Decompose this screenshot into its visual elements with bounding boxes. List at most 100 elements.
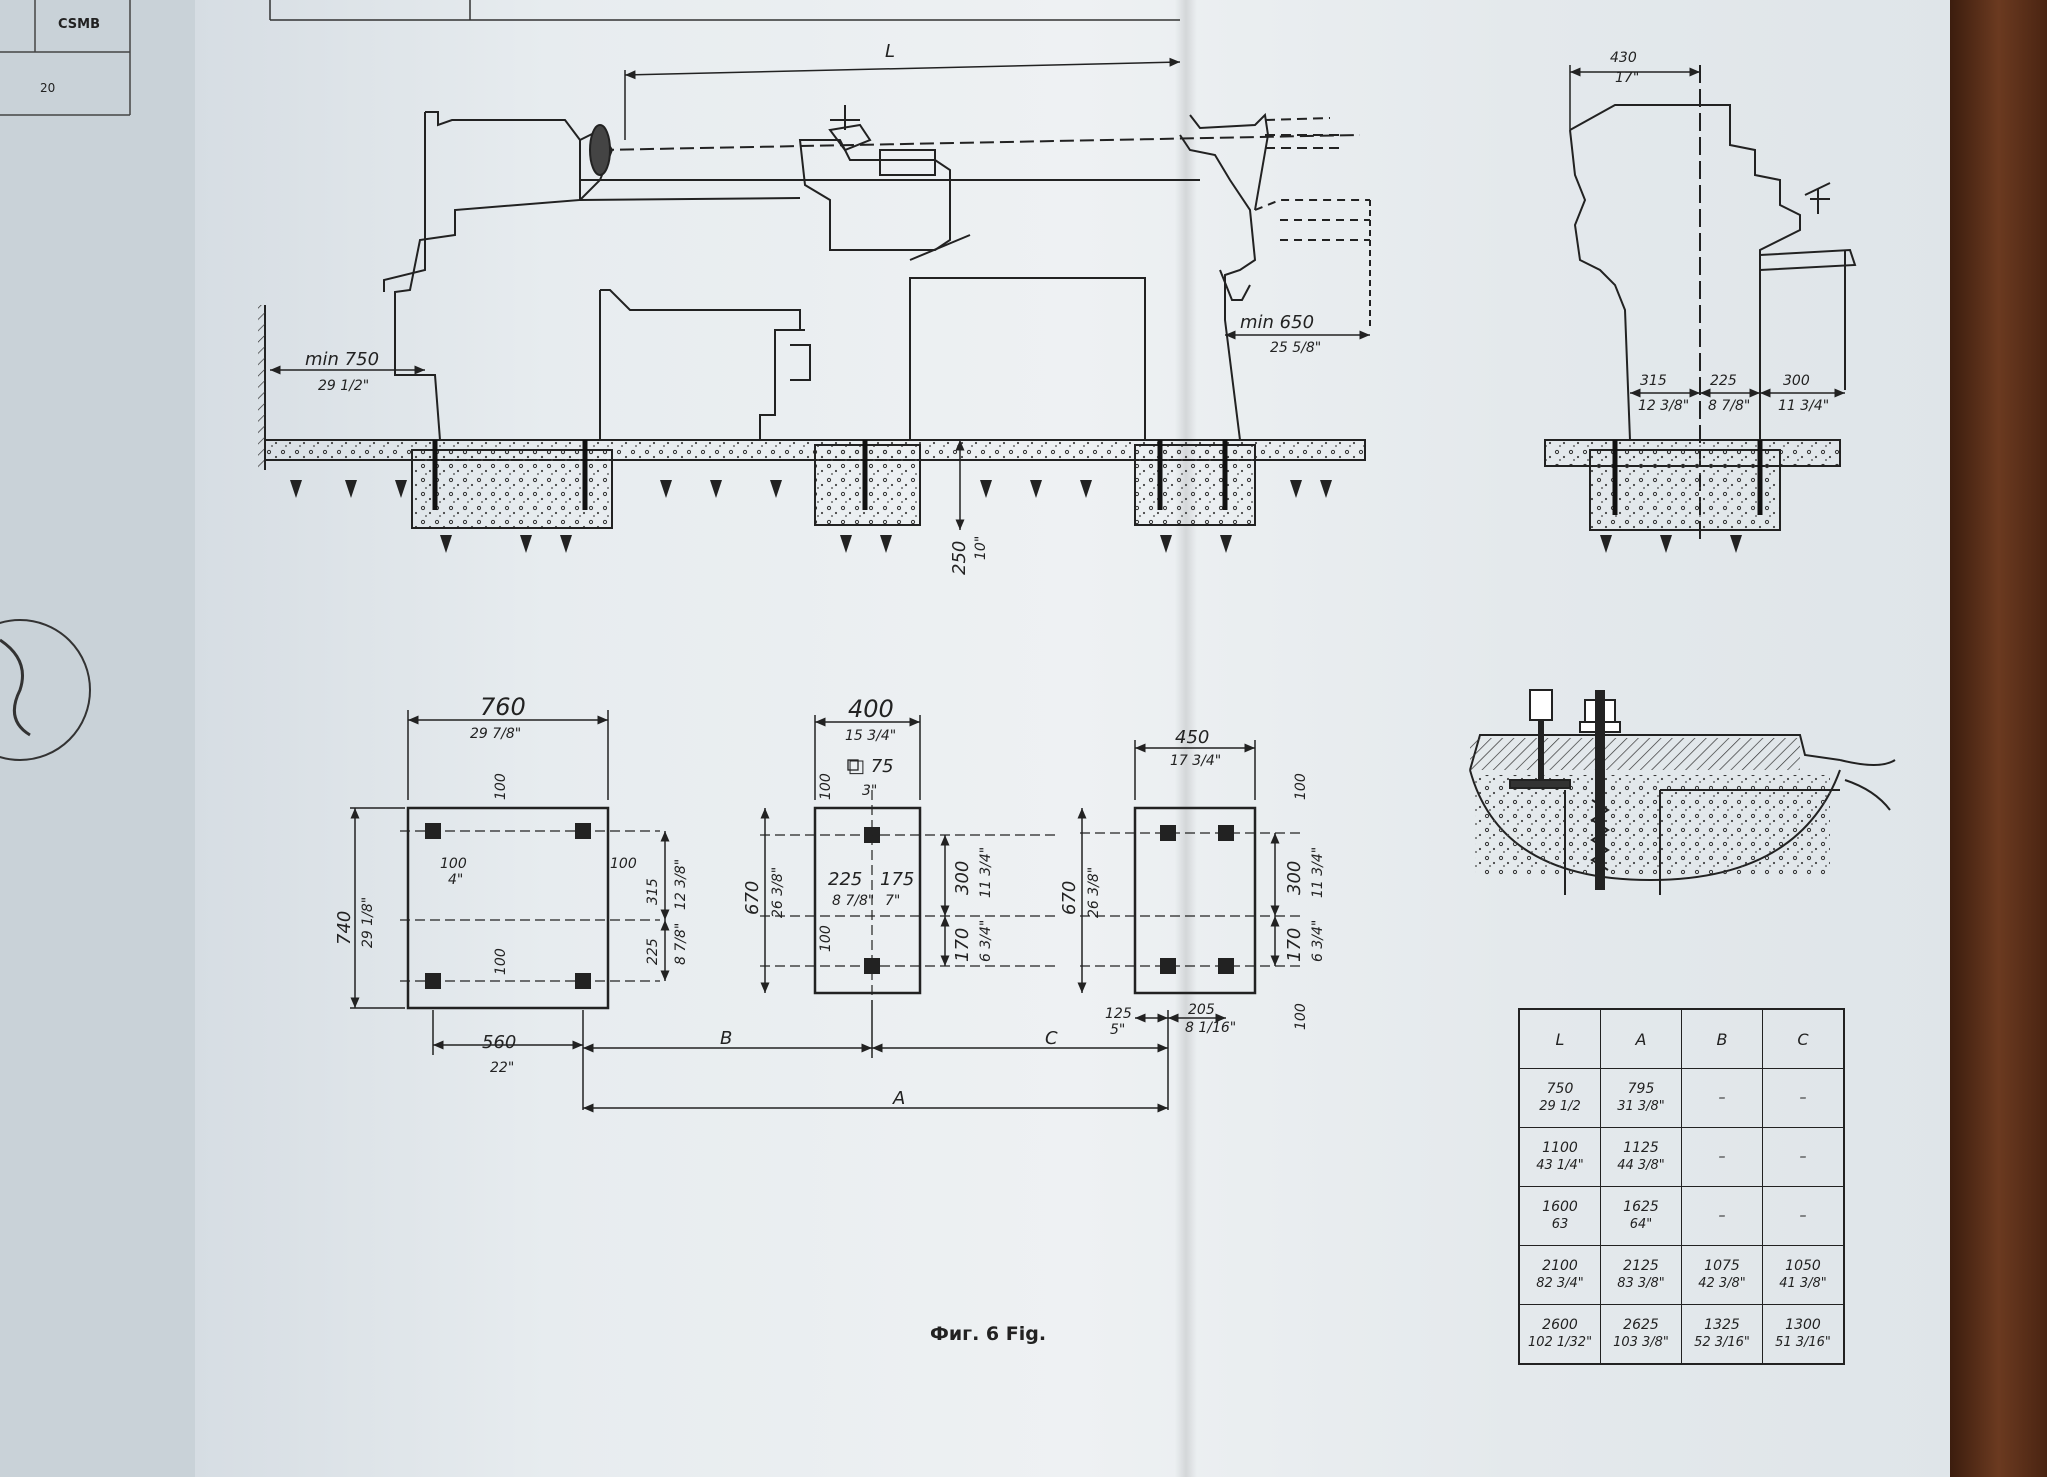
table-cell-mm: 1625 bbox=[1623, 1199, 1659, 1215]
table-cell-inch: 29 1/2 bbox=[1539, 1099, 1581, 1114]
table-cell-mm: 1100 bbox=[1542, 1140, 1578, 1156]
pad1-d225: 225 bbox=[645, 938, 661, 965]
table-cell: – bbox=[1762, 1068, 1845, 1128]
table-header-cell: C bbox=[1762, 1008, 1845, 1069]
table-cell-mm: – bbox=[1799, 1149, 1807, 1165]
table-cell: – bbox=[1762, 1127, 1845, 1187]
table-cell-mm: 750 bbox=[1546, 1081, 1574, 1097]
table-cell-inch: 44 3/8" bbox=[1617, 1158, 1665, 1173]
pad2-d175-in: 7" bbox=[885, 893, 900, 909]
table-cell-inch: 83 3/8" bbox=[1617, 1276, 1665, 1291]
table-cell: – bbox=[1681, 1068, 1763, 1128]
table-cell: – bbox=[1762, 1186, 1845, 1246]
wood-table-edge bbox=[1950, 0, 2047, 1477]
dim-depth-250-in: 10" bbox=[973, 536, 989, 560]
table-cell-inch: 82 3/4" bbox=[1536, 1276, 1584, 1291]
table-cell-mm: 1050 bbox=[1785, 1258, 1821, 1274]
top-frame bbox=[269, 0, 1180, 21]
end-floor bbox=[1544, 439, 1841, 553]
table-row: 1600 63 1625 64" – – bbox=[1518, 1186, 1845, 1246]
pad2-height-in: 26 3/8" bbox=[770, 867, 786, 918]
table-cell: 750 29 1/2 bbox=[1518, 1068, 1601, 1128]
pad1-edge-left: 100 bbox=[440, 856, 467, 872]
left-header-label: CSMB bbox=[58, 17, 100, 32]
table-cell-mm: – bbox=[1718, 1208, 1726, 1224]
pad3-d170-in: 6 3/4" bbox=[1310, 920, 1326, 962]
pad1-bottom: 560 bbox=[482, 1032, 516, 1053]
pad2-d300-in: 11 3/4" bbox=[978, 847, 994, 898]
left-page bbox=[0, 0, 210, 1477]
table-cell: – bbox=[1681, 1127, 1763, 1187]
pad3-width-in: 17 3/4" bbox=[1170, 753, 1221, 769]
dim-225: 225 bbox=[1710, 373, 1737, 389]
dim-300-in: 11 3/4" bbox=[1778, 398, 1829, 414]
pad2-d225: 225 bbox=[828, 869, 862, 890]
table-cell-mm: 1125 bbox=[1623, 1140, 1659, 1156]
table-cell: 1600 63 bbox=[1518, 1186, 1601, 1246]
pad3-d125: 125 bbox=[1105, 1006, 1132, 1022]
table-header-cell: A bbox=[1600, 1008, 1682, 1069]
pad1-height: 740 bbox=[334, 911, 355, 945]
pad1-width-in: 29 7/8" bbox=[470, 726, 521, 742]
side-floor bbox=[258, 305, 1366, 553]
table-cell: 1325 52 3/16" bbox=[1681, 1304, 1763, 1365]
pad1-edge-top: 100 bbox=[493, 773, 509, 800]
dim-300: 300 bbox=[1783, 373, 1810, 389]
pad1-edge-right: 100 bbox=[610, 856, 637, 872]
pad-3-plan bbox=[1077, 740, 1300, 1023]
table-cell-inch: 52 3/16" bbox=[1694, 1335, 1750, 1350]
table-cell-inch: 51 3/16" bbox=[1775, 1335, 1831, 1350]
spacing-dimension-lines bbox=[583, 1000, 1169, 1113]
pad1-width: 760 bbox=[480, 693, 526, 721]
table-cell-mm: 2100 bbox=[1542, 1258, 1578, 1274]
pad2-d300: 300 bbox=[952, 861, 973, 895]
table-cell-inch: 64" bbox=[1629, 1217, 1653, 1232]
dim-depth-250: 250 bbox=[949, 541, 970, 575]
table-cell-mm: – bbox=[1718, 1149, 1726, 1165]
pad2-d225-in: 8 7/8" bbox=[832, 893, 874, 909]
table-cell-mm: 1325 bbox=[1704, 1317, 1740, 1333]
pad2-edge-bottom: 100 bbox=[818, 925, 834, 952]
pad1-edge-bottom: 100 bbox=[493, 948, 509, 975]
table-cell: – bbox=[1681, 1186, 1763, 1246]
pad1-edge-left-in: 4" bbox=[448, 872, 463, 888]
left-page-header-table bbox=[0, 0, 131, 116]
pad2-square-in: 3" bbox=[862, 783, 877, 799]
pad-2-plan bbox=[760, 715, 1060, 1000]
pad2-width-in: 15 3/4" bbox=[845, 728, 896, 744]
pad3-d205: 205 bbox=[1188, 1002, 1215, 1018]
dim-min-750-in: 29 1/2" bbox=[318, 378, 369, 394]
table-cell-inch: 42 3/8" bbox=[1698, 1276, 1746, 1291]
pad3-d125-in: 5" bbox=[1110, 1022, 1125, 1038]
pad3-d170: 170 bbox=[1284, 928, 1305, 962]
dim-min-750: min 750 bbox=[305, 349, 379, 370]
anchor-bolt-detail bbox=[1469, 689, 1896, 895]
dim-430: 430 bbox=[1610, 50, 1637, 66]
label-A: A bbox=[892, 1088, 905, 1109]
table-cell-inch: 103 3/8" bbox=[1613, 1335, 1669, 1350]
table-cell-mm: 2600 bbox=[1542, 1317, 1578, 1333]
pad3-height-in: 26 3/8" bbox=[1086, 867, 1102, 918]
left-page-detail-circle bbox=[0, 619, 91, 761]
table-cell-mm: 1075 bbox=[1704, 1258, 1740, 1274]
pad3-width: 450 bbox=[1175, 727, 1209, 748]
end-dimension-lines bbox=[1569, 65, 1845, 398]
table-header-row: L A B C bbox=[1518, 1008, 1845, 1069]
pad3-d300: 300 bbox=[1284, 861, 1305, 895]
dim-min-650-in: 25 5/8" bbox=[1270, 340, 1321, 356]
page-fold bbox=[1175, 0, 1197, 1477]
pad3-d300-in: 11 3/4" bbox=[1310, 847, 1326, 898]
pad1-d315-in: 12 3/8" bbox=[673, 859, 689, 910]
table-cell-inch: 63 bbox=[1551, 1217, 1569, 1232]
dim-315: 315 bbox=[1640, 373, 1667, 389]
table-cell-mm: 1600 bbox=[1542, 1199, 1578, 1215]
